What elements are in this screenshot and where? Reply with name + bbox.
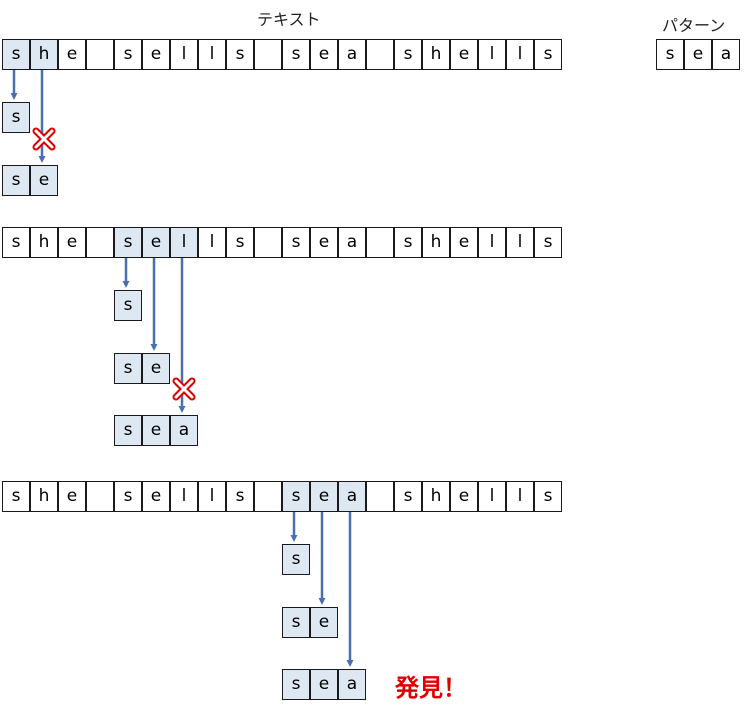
arrow-head [346,660,354,667]
compare-cell: s [2,165,30,196]
text-cell [366,227,394,258]
text-cell: s [114,227,142,258]
compare-cell: a [170,415,198,446]
text-cell: e [310,481,338,512]
text-cell [254,39,282,70]
text-cell: h [422,227,450,258]
text-cell: h [30,39,58,70]
pattern-cell: a [712,39,740,70]
text-cell: s [114,39,142,70]
text-cell: l [170,481,198,512]
text-cell: e [450,227,478,258]
found-label: 発見！ [395,674,467,702]
text-cell: l [170,39,198,70]
text-cell: l [198,227,226,258]
text-cell [366,39,394,70]
text-cell: l [478,39,506,70]
compare-cell: s [114,353,142,384]
compare-cell: s [282,607,310,638]
text-cell: s [394,481,422,512]
text-cell: s [282,227,310,258]
text-cell [86,481,114,512]
text-cell: e [58,39,86,70]
text-cell: s [534,227,562,258]
text-cell: h [422,481,450,512]
text-cell [254,481,282,512]
text-cell [366,481,394,512]
text-cell: l [170,227,198,258]
text-cell [254,227,282,258]
text-label: テキスト [257,10,321,29]
compare-cell: s [114,415,142,446]
text-cell: l [506,227,534,258]
text-cell: a [338,39,366,70]
text-cell: h [30,481,58,512]
text-cell: e [142,39,170,70]
arrow-head [290,535,298,542]
text-cell: s [226,481,254,512]
text-cell: l [506,39,534,70]
mismatch-icon [32,127,56,151]
text-cell: e [310,227,338,258]
arrow-head [10,93,18,100]
pattern-label: パターン [662,16,726,35]
text-cell: s [2,481,30,512]
text-cell [86,227,114,258]
text-cell: s [534,39,562,70]
text-cell: h [30,227,58,258]
text-cell: s [394,227,422,258]
compare-cell: a [338,669,366,700]
text-cell: s [226,227,254,258]
text-cell: s [2,227,30,258]
text-cell: l [478,481,506,512]
text-cell: e [310,39,338,70]
compare-cell: s [2,102,30,133]
text-cell: e [142,481,170,512]
text-cell: a [338,481,366,512]
arrow-head [318,598,326,605]
text-cell: e [450,481,478,512]
text-cell: l [478,227,506,258]
text-cell: e [58,481,86,512]
text-cell: a [338,227,366,258]
compare-cell: s [114,290,142,321]
mismatch-icon [172,377,196,401]
text-cell: l [198,39,226,70]
arrow-head [38,156,46,163]
text-cell: e [142,227,170,258]
text-cell [86,39,114,70]
text-cell: s [282,481,310,512]
compare-cell: s [282,544,310,575]
arrow-head [150,344,158,351]
text-cell: s [226,39,254,70]
arrow-head [178,406,186,413]
text-cell: h [422,39,450,70]
text-cell: e [58,227,86,258]
compare-cell: s [282,669,310,700]
compare-cell: e [142,415,170,446]
text-cell: s [534,481,562,512]
compare-cell: e [310,669,338,700]
text-cell: s [2,39,30,70]
pattern-cell: e [684,39,712,70]
text-cell: s [282,39,310,70]
arrow-head [122,281,130,288]
text-cell: e [450,39,478,70]
compare-cell: e [30,165,58,196]
text-cell: l [198,481,226,512]
text-cell: l [506,481,534,512]
text-cell: s [394,39,422,70]
pattern-cell: s [656,39,684,70]
compare-cell: e [142,353,170,384]
text-cell: s [114,481,142,512]
compare-cell: e [310,607,338,638]
